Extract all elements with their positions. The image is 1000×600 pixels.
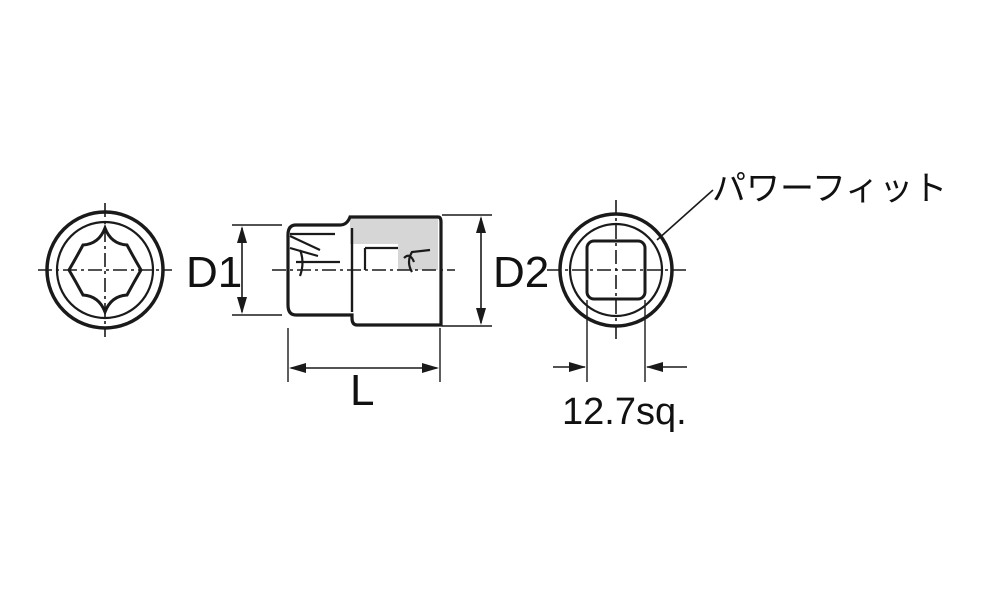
square-drive — [585, 239, 647, 301]
rear-view-inner-circle — [568, 222, 664, 318]
side-view — [272, 215, 455, 327]
drive-arrow-left — [569, 362, 586, 372]
front-view-outer-circle — [45, 210, 165, 330]
drive-hint-curve — [403, 254, 416, 263]
hex-band-highlight — [350, 218, 438, 270]
rear-view-outer-circle — [558, 212, 674, 328]
drive-size-label: 12.7sq. — [562, 391, 687, 433]
d2-dimension — [442, 214, 492, 327]
star-cutaway-curve — [298, 249, 304, 277]
d2-arrow-bottom — [476, 308, 486, 325]
callout-label: パワーフィット — [712, 169, 947, 209]
socket-head-outline — [286, 215, 443, 327]
callout-leader — [656, 189, 714, 241]
d2-label: D2 — [493, 248, 549, 297]
l-label: L — [350, 366, 374, 415]
d1-arrow-bottom — [237, 297, 247, 314]
front-view-inner-circle — [55, 220, 155, 320]
d1-arrow-top — [237, 226, 247, 243]
drive-size-dimension — [553, 300, 687, 382]
star-opening — [67, 223, 143, 317]
l-arrow-left — [289, 363, 306, 373]
drive-hint — [363, 246, 431, 273]
star-cutaway-left — [289, 232, 340, 264]
rear-end-view — [547, 200, 686, 340]
d2-arrow-top — [476, 216, 486, 233]
drive-arrow-right — [646, 362, 663, 372]
d1-dimension — [232, 224, 282, 316]
front-end-view — [38, 203, 172, 337]
d1-label: D1 — [186, 248, 242, 297]
l-dimension — [287, 328, 441, 382]
l-arrow-right — [422, 363, 439, 373]
